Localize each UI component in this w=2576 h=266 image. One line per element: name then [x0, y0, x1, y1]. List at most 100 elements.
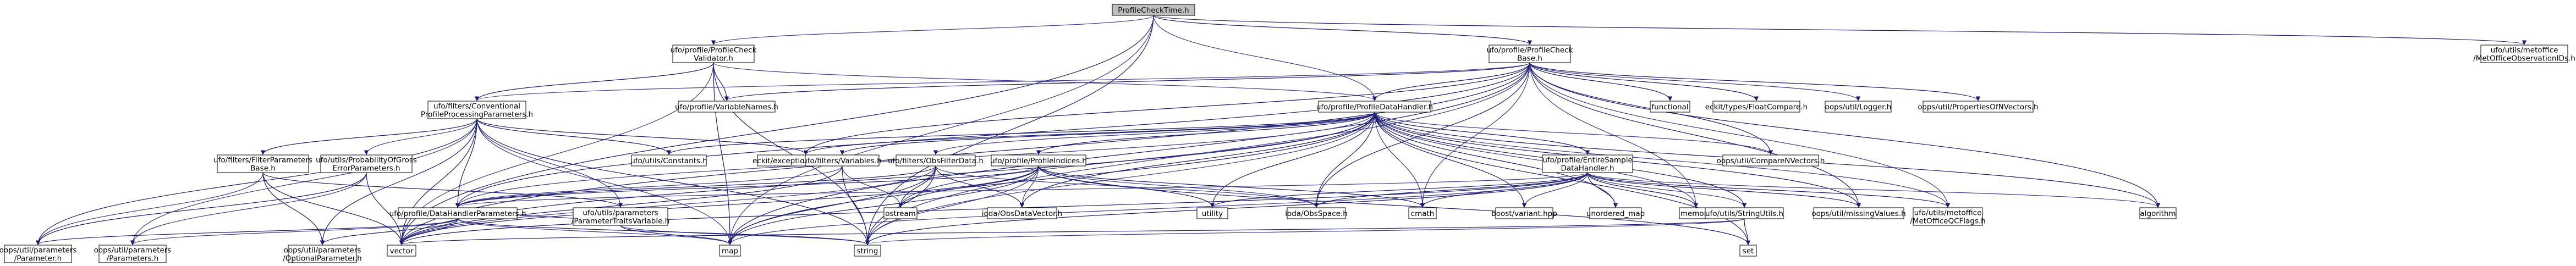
node-parameter-label-0: oops/util/parameters: [0, 246, 76, 255]
node-stringutils-label-0: ufo/utils/StringUtils.h: [1705, 209, 1783, 218]
edge-profileindices-to-obsspace: [1038, 165, 1319, 208]
node-paramtransvar[interactable]: ufo/utils/parameters/ParameterTraitsVari…: [572, 207, 669, 226]
edge-obsfilterdata-to-map: [727, 165, 936, 245]
node-algorithm[interactable]: algorithm: [2139, 207, 2177, 219]
edge-profileindices-to-set: [1038, 165, 1751, 245]
node-profileindices-label-0: ufo/profile/ProfileIndices.h: [990, 157, 1087, 165]
edge-checkbase-to-memory: [1529, 62, 1699, 208]
edge-datahandler-to-exceptions: [804, 112, 1375, 155]
node-comparenvectors[interactable]: oops/util/CompareNVectors.h: [1717, 154, 1825, 167]
edge-pdhparams-to-parameters: [130, 218, 458, 245]
node-map[interactable]: map: [719, 245, 741, 257]
edge-entiresample-to-algorithm: [1587, 172, 2160, 208]
edge-datahandler-to-metofficeqc: [1374, 112, 1951, 208]
edge-validator-to-string: [713, 62, 870, 245]
node-missingvalues[interactable]: oops/util/missingValues.h: [1811, 207, 1906, 219]
node-varnames-label-0: ufo/profile/VariableNames.h: [675, 103, 778, 112]
edge-datahandler-to-obsfilterdata: [933, 112, 1375, 155]
node-vector[interactable]: vector: [387, 245, 416, 257]
node-checkbase-label-0: ufo/profile/ProfileCheck: [1487, 46, 1573, 55]
node-ostream[interactable]: ostream: [883, 207, 918, 219]
node-obsdatavector-label-0: ioda/ObsDataVector.h: [982, 209, 1063, 218]
node-metoffice_obs[interactable]: ufo/utils/metoffice/MetOfficeObservation…: [2473, 45, 2575, 63]
node-boostvariant[interactable]: boost/variant.hpp: [1491, 207, 1557, 219]
node-probgross[interactable]: ufo/utils/ProbabilityOfGrossErrorParamet…: [316, 154, 417, 173]
node-stringutils[interactable]: ufo/utils/StringUtils.h: [1705, 207, 1784, 219]
node-propsofvectors-label-0: oops/util/PropertiesOfNVectors.h: [1918, 103, 2038, 112]
node-checkbase-label-1: Base.h: [1517, 54, 1542, 63]
edge-obsfilterdata-to-string: [865, 165, 936, 245]
node-parameter[interactable]: oops/util/parameters/Parameter.h: [0, 245, 76, 263]
node-varnames[interactable]: ufo/profile/VariableNames.h: [675, 101, 778, 113]
node-string[interactable]: string: [854, 245, 881, 257]
node-parameters-label-1: /Parameters.h: [107, 254, 159, 263]
node-unorderedmap[interactable]: unordered_map: [1586, 207, 1645, 219]
node-optionalparam[interactable]: oops/util/parameters/OptionalParameter.h: [283, 245, 362, 263]
edge-conventional-to-vector: [399, 118, 477, 245]
edge-profileindices-to-string: [865, 165, 1039, 245]
node-set[interactable]: set: [1739, 245, 1757, 257]
edge-datahandler-to-utility: [1210, 112, 1375, 208]
node-cmath[interactable]: cmath: [1408, 207, 1437, 219]
edge-stringutils-to-string: [865, 218, 1745, 245]
edge-datahandler-to-obsspace: [1314, 112, 1375, 208]
node-entiresample-label-1: DataHandler.h: [1561, 164, 1614, 173]
node-obsdatavector[interactable]: ioda/ObsDataVector.h: [982, 207, 1063, 219]
node-obsspace[interactable]: ioda/ObsSpace.h: [1285, 207, 1348, 219]
node-pdhparams-box: [398, 207, 518, 219]
node-ostream-box: [883, 207, 918, 219]
edge-validator-to-map: [713, 62, 733, 245]
node-metoffice_obs-label-1: /MetOfficeObservationIDs.h: [2473, 54, 2575, 63]
edge-profileindices-to-pdhparams: [455, 165, 1039, 208]
node-constants-label-0: ufo/utils/Constants.h: [630, 157, 707, 165]
node-vector-label-0: vector: [390, 247, 414, 256]
edge-datahandler-to-memory: [1374, 112, 1699, 208]
edge-checkbase-to-varnames: [724, 62, 1530, 101]
edge-pdhparams-to-string: [457, 218, 870, 245]
edge-checkbase-to-conventional: [475, 62, 1530, 101]
node-pdhparams[interactable]: ufo/profile/DataHandlerParameters.h: [389, 207, 526, 219]
edge-probgross-to-parameters: [130, 172, 367, 245]
node-obsfilterdata[interactable]: ufo/filters/ObsFilterData.h: [888, 154, 984, 167]
node-conventional[interactable]: ufo/filters/ConventionalProfileProcessin…: [421, 101, 533, 119]
edge-conventional-to-probgross: [364, 118, 477, 155]
node-missingvalues-label-0: oops/util/missingValues.h: [1811, 209, 1905, 218]
node-memory-label-0: memory: [1680, 209, 1711, 218]
edge-validator-to-datahandler: [713, 62, 1377, 101]
node-paramtransvar-label-1: /ParameterTraitsVariable.h: [572, 217, 669, 226]
node-parameters[interactable]: oops/util/parameters/Parameters.h: [94, 245, 172, 263]
node-datahandler[interactable]: ufo/profile/ProfileDataHandler.h: [1316, 101, 1433, 113]
edge-datahandler-to-cmath: [1374, 112, 1425, 208]
edge-root-to-datahandler: [1153, 15, 1377, 101]
edge-root-to-vector: [399, 15, 1154, 245]
node-logger[interactable]: oops/util/Logger.h: [1825, 101, 1892, 113]
edge-conventional-to-string: [476, 118, 870, 245]
node-comparenvectors-box: [1722, 154, 1819, 167]
edge-paramtransvar-to-map: [620, 225, 733, 245]
node-metofficeqc[interactable]: ufo/utils/metoffice/MetOfficeQCFlags.h: [1910, 207, 1986, 226]
node-propsofvectors[interactable]: oops/util/PropertiesOfNVectors.h: [1918, 101, 2039, 113]
edge-stringutils-to-set: [1744, 218, 1751, 245]
node-variables[interactable]: ufo/filters/Variables.h: [803, 154, 882, 167]
edge-checkbase-to-map: [727, 62, 1530, 245]
node-functional[interactable]: functional: [1650, 101, 1690, 113]
node-constants[interactable]: ufo/utils/Constants.h: [630, 154, 707, 167]
edge-checkbase-to-logger: [1529, 62, 1861, 101]
node-datahandler-label-0: ufo/profile/ProfileDataHandler.h: [1316, 103, 1433, 112]
node-algorithm-label-0: algorithm: [2140, 209, 2176, 218]
node-map-label-0: map: [722, 247, 738, 256]
edge-root-to-metoffice_obs: [1153, 15, 2526, 45]
node-floatcompare[interactable]: eckit/types/FloatCompare.h: [1705, 101, 1808, 113]
edge-root-to-checkbase: [1153, 15, 1533, 45]
node-variables-label-0: ufo/filters/Variables.h: [803, 157, 882, 165]
node-utility[interactable]: utility: [1196, 207, 1228, 219]
node-cmath-label-0: cmath: [1411, 209, 1435, 218]
node-ostream-label-0: ostream: [885, 209, 916, 218]
node-profileindices[interactable]: ufo/profile/ProfileIndices.h: [990, 154, 1087, 167]
node-paramtransvar-box: [573, 207, 668, 226]
edge-entiresample-to-metofficeqc: [1587, 172, 1951, 208]
